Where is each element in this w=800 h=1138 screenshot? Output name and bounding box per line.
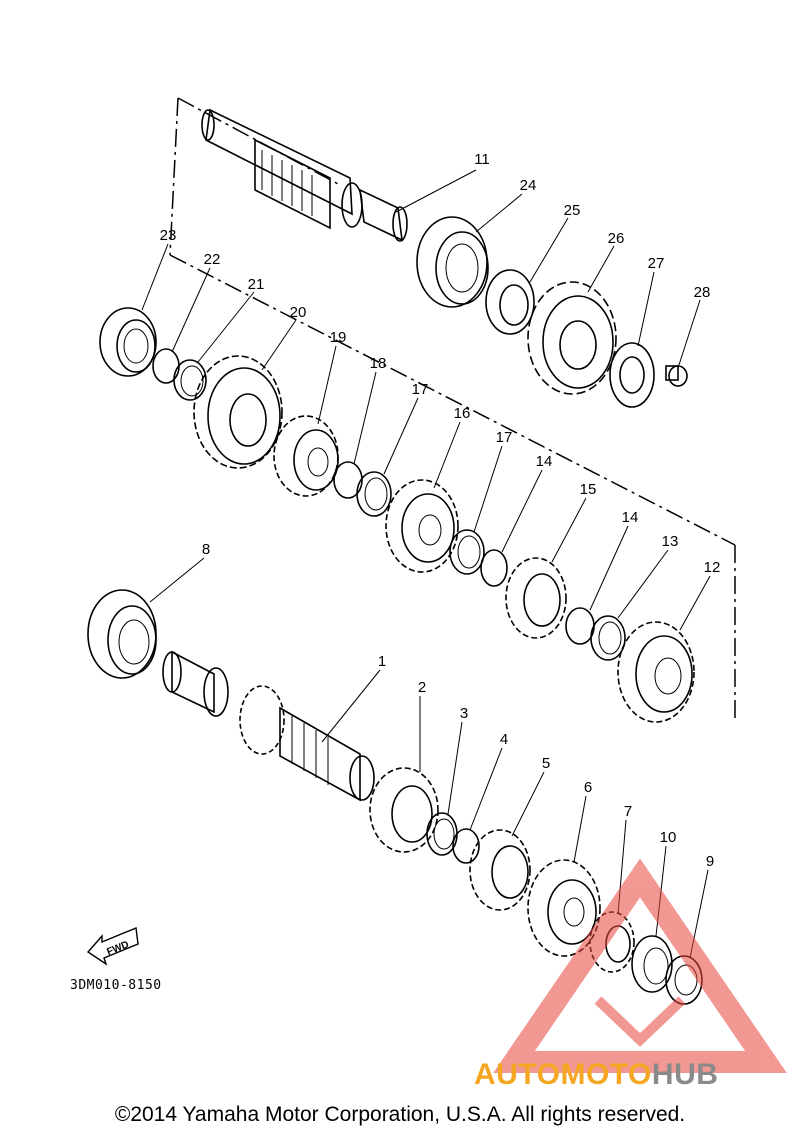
- assembly-outline: [169, 97, 736, 720]
- part-number: 14: [622, 509, 639, 526]
- circlip-14b: [565, 607, 595, 645]
- part-number: 7: [624, 803, 632, 820]
- gear-6: [527, 859, 601, 957]
- part-number: 10: [660, 829, 677, 846]
- part-number: 22: [204, 251, 221, 268]
- part-number: 9: [706, 853, 714, 870]
- part-number: 5: [542, 755, 550, 772]
- gear-5: [469, 829, 531, 911]
- watermark-moto: MOTO: [560, 1058, 652, 1091]
- part-number: 17: [412, 381, 429, 398]
- part-number: 13: [662, 533, 679, 550]
- part-number: 27: [648, 255, 665, 272]
- gear-15: [505, 557, 567, 639]
- part-number: 12: [704, 559, 721, 576]
- watermark-hub: HUB: [651, 1058, 719, 1091]
- part-number: 18: [370, 355, 387, 372]
- part-number: 14: [536, 453, 553, 470]
- part-number: 3: [460, 705, 468, 722]
- part-number: 24: [520, 177, 537, 194]
- part-number: 16: [454, 405, 471, 422]
- part-number: 21: [248, 276, 265, 293]
- gear-2: [369, 767, 439, 853]
- part-number: 17: [496, 429, 513, 446]
- bearing-8: [87, 589, 157, 679]
- part-number: 6: [584, 779, 592, 796]
- diagram-code: 3DM010-8150: [70, 978, 162, 993]
- watermark-text: AUTOMOTOHUB: [474, 1058, 718, 1092]
- oil-seal-25: [485, 269, 535, 335]
- part-number: 8: [202, 541, 210, 558]
- washer-17b: [449, 529, 485, 575]
- drive-axle-1: [162, 650, 375, 802]
- lock-washer-27: [609, 342, 655, 408]
- gear-16: [385, 479, 459, 573]
- part-number: 1: [378, 653, 386, 670]
- copyright-notice: ©2014 Yamaha Motor Corporation, U.S.A. A…: [114, 1103, 686, 1126]
- circlip-14a: [480, 549, 508, 587]
- sprocket-26: [527, 281, 617, 395]
- part-number: 20: [290, 304, 307, 321]
- washer-21: [173, 359, 207, 401]
- part-number: 26: [608, 230, 625, 247]
- part-number: 4: [500, 731, 508, 748]
- part-number: 25: [564, 202, 581, 219]
- watermark-auto: AUTO: [474, 1058, 561, 1091]
- part-number: 2: [418, 679, 426, 696]
- bearing-10: [631, 935, 673, 993]
- washer-17a: [356, 471, 392, 517]
- bolt-28: [665, 365, 688, 387]
- main-shaft-upper: [201, 108, 408, 242]
- part-number: 11: [474, 151, 490, 168]
- circlip-18: [333, 461, 363, 499]
- circlip-4: [452, 828, 480, 864]
- bearing-24: [416, 216, 489, 308]
- leader-lines: [141, 169, 711, 959]
- bearing-23: [99, 307, 157, 377]
- part-number: 19: [330, 329, 347, 346]
- circlip-22: [152, 348, 180, 384]
- watermark-logo-icon: [493, 858, 787, 1073]
- part-number: 28: [694, 284, 711, 301]
- part-number: 23: [160, 227, 177, 244]
- part-numbers: 11 24 25 26 27 28 23 22 21 20 19 18 17 1…: [160, 151, 721, 870]
- washer-13: [590, 615, 626, 661]
- gear-20: [193, 355, 283, 469]
- gear-12: [617, 621, 695, 723]
- part-number: 15: [580, 481, 597, 498]
- gear-19: [273, 415, 339, 497]
- fwd-arrow-icon: FWD: [86, 927, 139, 966]
